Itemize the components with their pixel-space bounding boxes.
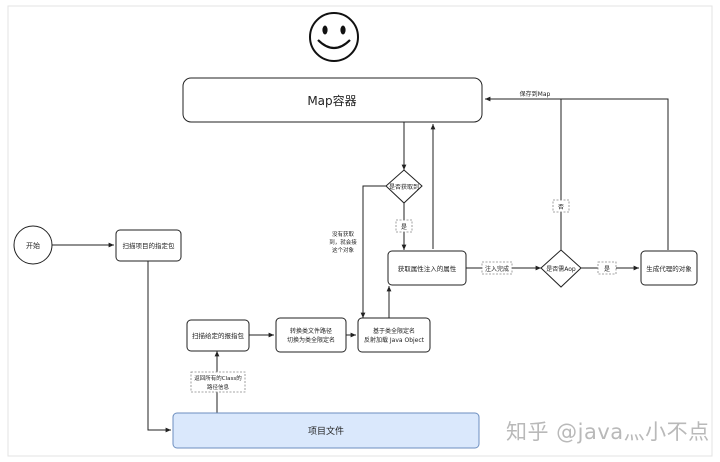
svg-text:生成代理的对象: 生成代理的对象 <box>646 264 692 273</box>
svg-text:开始: 开始 <box>26 241 40 250</box>
start-node: 开始 <box>13 225 53 265</box>
svg-text:是: 是 <box>604 266 610 273</box>
scan-package-node: 扫描项目的指定包 <box>115 229 182 262</box>
svg-text:保存到Map: 保存到Map <box>520 90 551 98</box>
edges <box>52 96 669 433</box>
svg-text:扫描项目的指定包: 扫描项目的指定包 <box>123 241 176 250</box>
svg-text:路径信息: 路径信息 <box>207 383 230 391</box>
svg-text:Map容器: Map容器 <box>307 93 356 108</box>
svg-text:注入完成: 注入完成 <box>485 265 509 273</box>
svg-text:否: 否 <box>558 204 564 211</box>
scan-given-package-node: 扫描给定的报指包 <box>186 319 250 352</box>
svg-text:反射加载 Java Object: 反射加载 Java Object <box>364 336 425 344</box>
svg-text:项目文件: 项目文件 <box>308 425 344 437</box>
svg-text:转换类文件路径: 转换类文件路径 <box>290 327 332 335</box>
edge-label-no-aop: 否 <box>552 199 570 213</box>
canvas-border <box>7 5 713 457</box>
edge-label-save-to-map: 保存到Map <box>520 90 551 98</box>
svg-text:到，就会接: 到，就会接 <box>329 238 357 246</box>
reflect-load-node: 基于类全限定名 反射加载 Java Object <box>357 317 431 353</box>
svg-text:这个对象: 这个对象 <box>332 246 355 254</box>
svg-text:是: 是 <box>401 224 407 231</box>
edge-label-yes-top: 是 <box>395 219 413 233</box>
generate-proxy-node: 生成代理的对象 <box>640 250 698 286</box>
svg-text:没有获取: 没有获取 <box>332 230 355 238</box>
svg-text:基于类全限定名: 基于类全限定名 <box>373 327 415 335</box>
edge-label-no-obtain: 没有获取 到，就会接 这个对象 <box>329 230 357 254</box>
is-obtained-decision: 是否获取到 <box>385 169 423 204</box>
svg-text:返回所有的Class的: 返回所有的Class的 <box>194 374 242 382</box>
edge-label-inject-done: 注入完成 <box>481 261 513 275</box>
convert-path-node: 转换类文件路径 切换为类全限定名 <box>275 317 347 353</box>
smiley-face-icon <box>309 12 359 62</box>
needs-aop-decision: 是否需Aop <box>540 249 582 288</box>
edge-label-yes-aop: 是 <box>597 261 617 275</box>
svg-text:获取属性注入的属性: 获取属性注入的属性 <box>398 264 457 273</box>
svg-text:扫描给定的报指包: 扫描给定的报指包 <box>192 331 245 340</box>
watermark-text: 知乎 @java灬小不点 <box>506 420 710 444</box>
svg-text:切换为类全限定名: 切换为类全限定名 <box>287 336 335 344</box>
edge-label-return-class-path: 返回所有的Class的 路径信息 <box>190 371 246 393</box>
map-container-node: Map容器 <box>182 77 483 123</box>
svg-text:是否需Aop: 是否需Aop <box>546 266 576 273</box>
svg-text:是否获取到: 是否获取到 <box>389 183 419 191</box>
project-files-node: 项目文件 <box>172 412 480 449</box>
inject-attributes-node: 获取属性注入的属性 <box>387 250 467 286</box>
